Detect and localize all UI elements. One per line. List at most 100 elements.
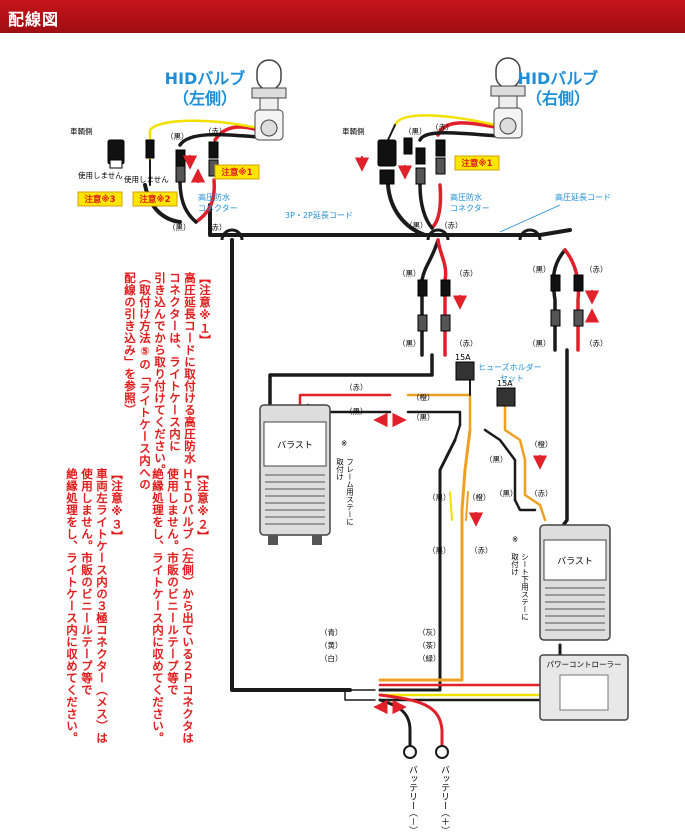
hv-ext-cord-pointer <box>499 204 561 233</box>
svg-text:注意※3: 注意※3 <box>84 194 115 205</box>
label-red-7: （赤） <box>585 265 608 274</box>
note3-text: 【注意※３】 車両左ライトケース内の３極コネクター（メス）は 使用しません。市販… <box>65 468 124 744</box>
label-black-14: （黒） <box>428 546 451 555</box>
hv-connector-label-right-2: コネクター <box>450 204 490 213</box>
label-yellow: （黄） <box>320 640 343 650</box>
label-black-9: （黒） <box>345 407 368 416</box>
label-black-1: （黒） <box>166 132 189 141</box>
vehicle-side-label-right: 車輌側 <box>342 126 365 136</box>
yellow-dc-wire <box>449 491 453 521</box>
svg-text:注意※2: 注意※2 <box>139 194 170 205</box>
ext-cord-3p2p-label: 3P・2P延長コード <box>285 210 353 220</box>
battery-terminal-icons <box>403 745 449 759</box>
left-bulb-red-wire <box>213 125 260 142</box>
pc-orange-wire <box>378 428 472 682</box>
hv-ext-1-to-ballast <box>268 353 434 407</box>
right-bulb-icon <box>490 57 526 139</box>
label-white: （白） <box>320 653 343 663</box>
battery-plus-wire <box>378 693 444 747</box>
hv-connector-label-left-1: 高圧防水 <box>198 192 230 202</box>
left-2p-connector-icon <box>145 139 155 159</box>
left-bulb-subtitle: （左側） <box>173 89 237 108</box>
label-red-1: （赤） <box>204 127 227 136</box>
right-vehicle-connector-icon <box>377 139 397 167</box>
label-black-6: （黒） <box>398 339 421 348</box>
svg-text:注意※1: 注意※1 <box>221 167 252 178</box>
battery-plus-label: バッテリー <box>439 765 450 810</box>
black-wire-1 <box>406 410 462 442</box>
note1-text: 【注意※１】 高圧延長コードに取付ける高圧防水 コネクターは、ライトケース内に … <box>123 272 212 491</box>
left-bulb-yellow-wire <box>148 119 260 162</box>
left-hv-red <box>194 178 216 224</box>
label-red-10: （赤） <box>530 489 553 498</box>
label-brown: （茶） <box>418 640 441 650</box>
seat-mount-mark: ※ <box>512 535 518 544</box>
power-controller-icon <box>539 654 629 721</box>
label-black-12: （黒） <box>495 489 518 498</box>
right-hv-red <box>430 183 443 230</box>
frame-mount-line2: 取付け <box>335 458 344 481</box>
fuse-wire-b <box>503 403 527 462</box>
unused-label-left-b: 使用しません <box>124 174 169 184</box>
label-black-10: （黒） <box>412 413 435 422</box>
main-harness-wire <box>143 183 572 237</box>
ballast-right-icon <box>539 524 611 641</box>
svg-text:注意※1: 注意※1 <box>461 158 492 169</box>
fuse-holder-1-icon <box>455 361 475 381</box>
label-black-8: （黒） <box>528 339 551 348</box>
callout-note2: 注意※2 <box>132 191 178 207</box>
left-hv-black <box>178 178 198 224</box>
label-red-11: （赤） <box>470 546 493 555</box>
battery-plus-sign: （＋） <box>439 808 450 835</box>
hv-ext-cord-label: 高圧延長コード <box>555 192 611 202</box>
label-red-8: （赤） <box>585 339 608 348</box>
label-red-2: （赤） <box>204 223 227 232</box>
label-red-5: （赤） <box>455 269 478 278</box>
label-orange-3: （橙） <box>468 492 491 502</box>
ballast-right-label: バラスト <box>557 556 593 567</box>
hv-ext-2-black <box>551 248 567 352</box>
label-orange-2: （橙） <box>530 439 553 449</box>
vehicle-side-label-left: 車輌側 <box>70 126 93 136</box>
fuse-wire-c <box>483 428 517 502</box>
frame-mount-mark: ※ <box>341 439 347 448</box>
battery-minus-label: バッテリー <box>407 765 418 810</box>
callout-note1-left: 注意※1 <box>214 164 260 180</box>
label-red-9: （赤） <box>345 383 368 392</box>
hv-ext-2-red <box>563 248 581 352</box>
ballast1-red-wire <box>298 393 392 407</box>
main-harness-right-drop <box>386 183 427 237</box>
connectors <box>107 137 584 407</box>
label-gray: （灰） <box>418 627 441 637</box>
label-black-2: （黒） <box>168 223 191 232</box>
fuse-holder-2-icon <box>496 387 516 407</box>
frame-mount-line1: フレーム用ステーに <box>346 458 355 526</box>
seat-mount-line2: 取付け <box>510 553 519 576</box>
left-bulb-black-wire <box>178 132 260 147</box>
label-blue: （青） <box>320 627 343 637</box>
orange-dc-wire <box>465 491 469 521</box>
label-black-13: （黒） <box>428 493 451 502</box>
fuse-holder-label-2: セット <box>500 374 524 383</box>
seat-mount-line1: シート下用ステーに <box>520 553 529 621</box>
main-harness-left-drop <box>230 238 352 692</box>
label-black-11: （黒） <box>485 455 508 464</box>
note2-text: 【注意※２】 ＨＩＤバルブ（左側）から出ている２Ｐコネクタは 使用しません。市販… <box>151 468 210 744</box>
fuse-holder-label-1: ヒューズホルダー <box>478 362 542 372</box>
hv-ext-1-red <box>436 238 448 357</box>
right-bulb-yellow-wire <box>393 114 502 128</box>
fuse-15a-label-1: 15A <box>455 353 471 362</box>
hv-connector-label-left-2: コネクター <box>198 204 238 213</box>
label-black-3: （黒） <box>404 127 427 136</box>
hv-connector-label-right-1: 高圧防水 <box>450 192 482 202</box>
wiring-diagram: HIDバルブ （左側） HIDバルブ （右側） <box>70 57 629 835</box>
label-green: （緑） <box>418 653 441 663</box>
callout-note3: 注意※3 <box>77 191 123 207</box>
header-bar: 配線図 <box>0 0 685 33</box>
ballast-left-label: バラスト <box>277 440 313 451</box>
label-red-6: （赤） <box>455 339 478 348</box>
page-title: 配線図 <box>8 10 60 29</box>
junction-loops <box>220 228 542 241</box>
orange-wire-1 <box>406 393 472 432</box>
battery-minus-sign: （－） <box>407 808 418 835</box>
